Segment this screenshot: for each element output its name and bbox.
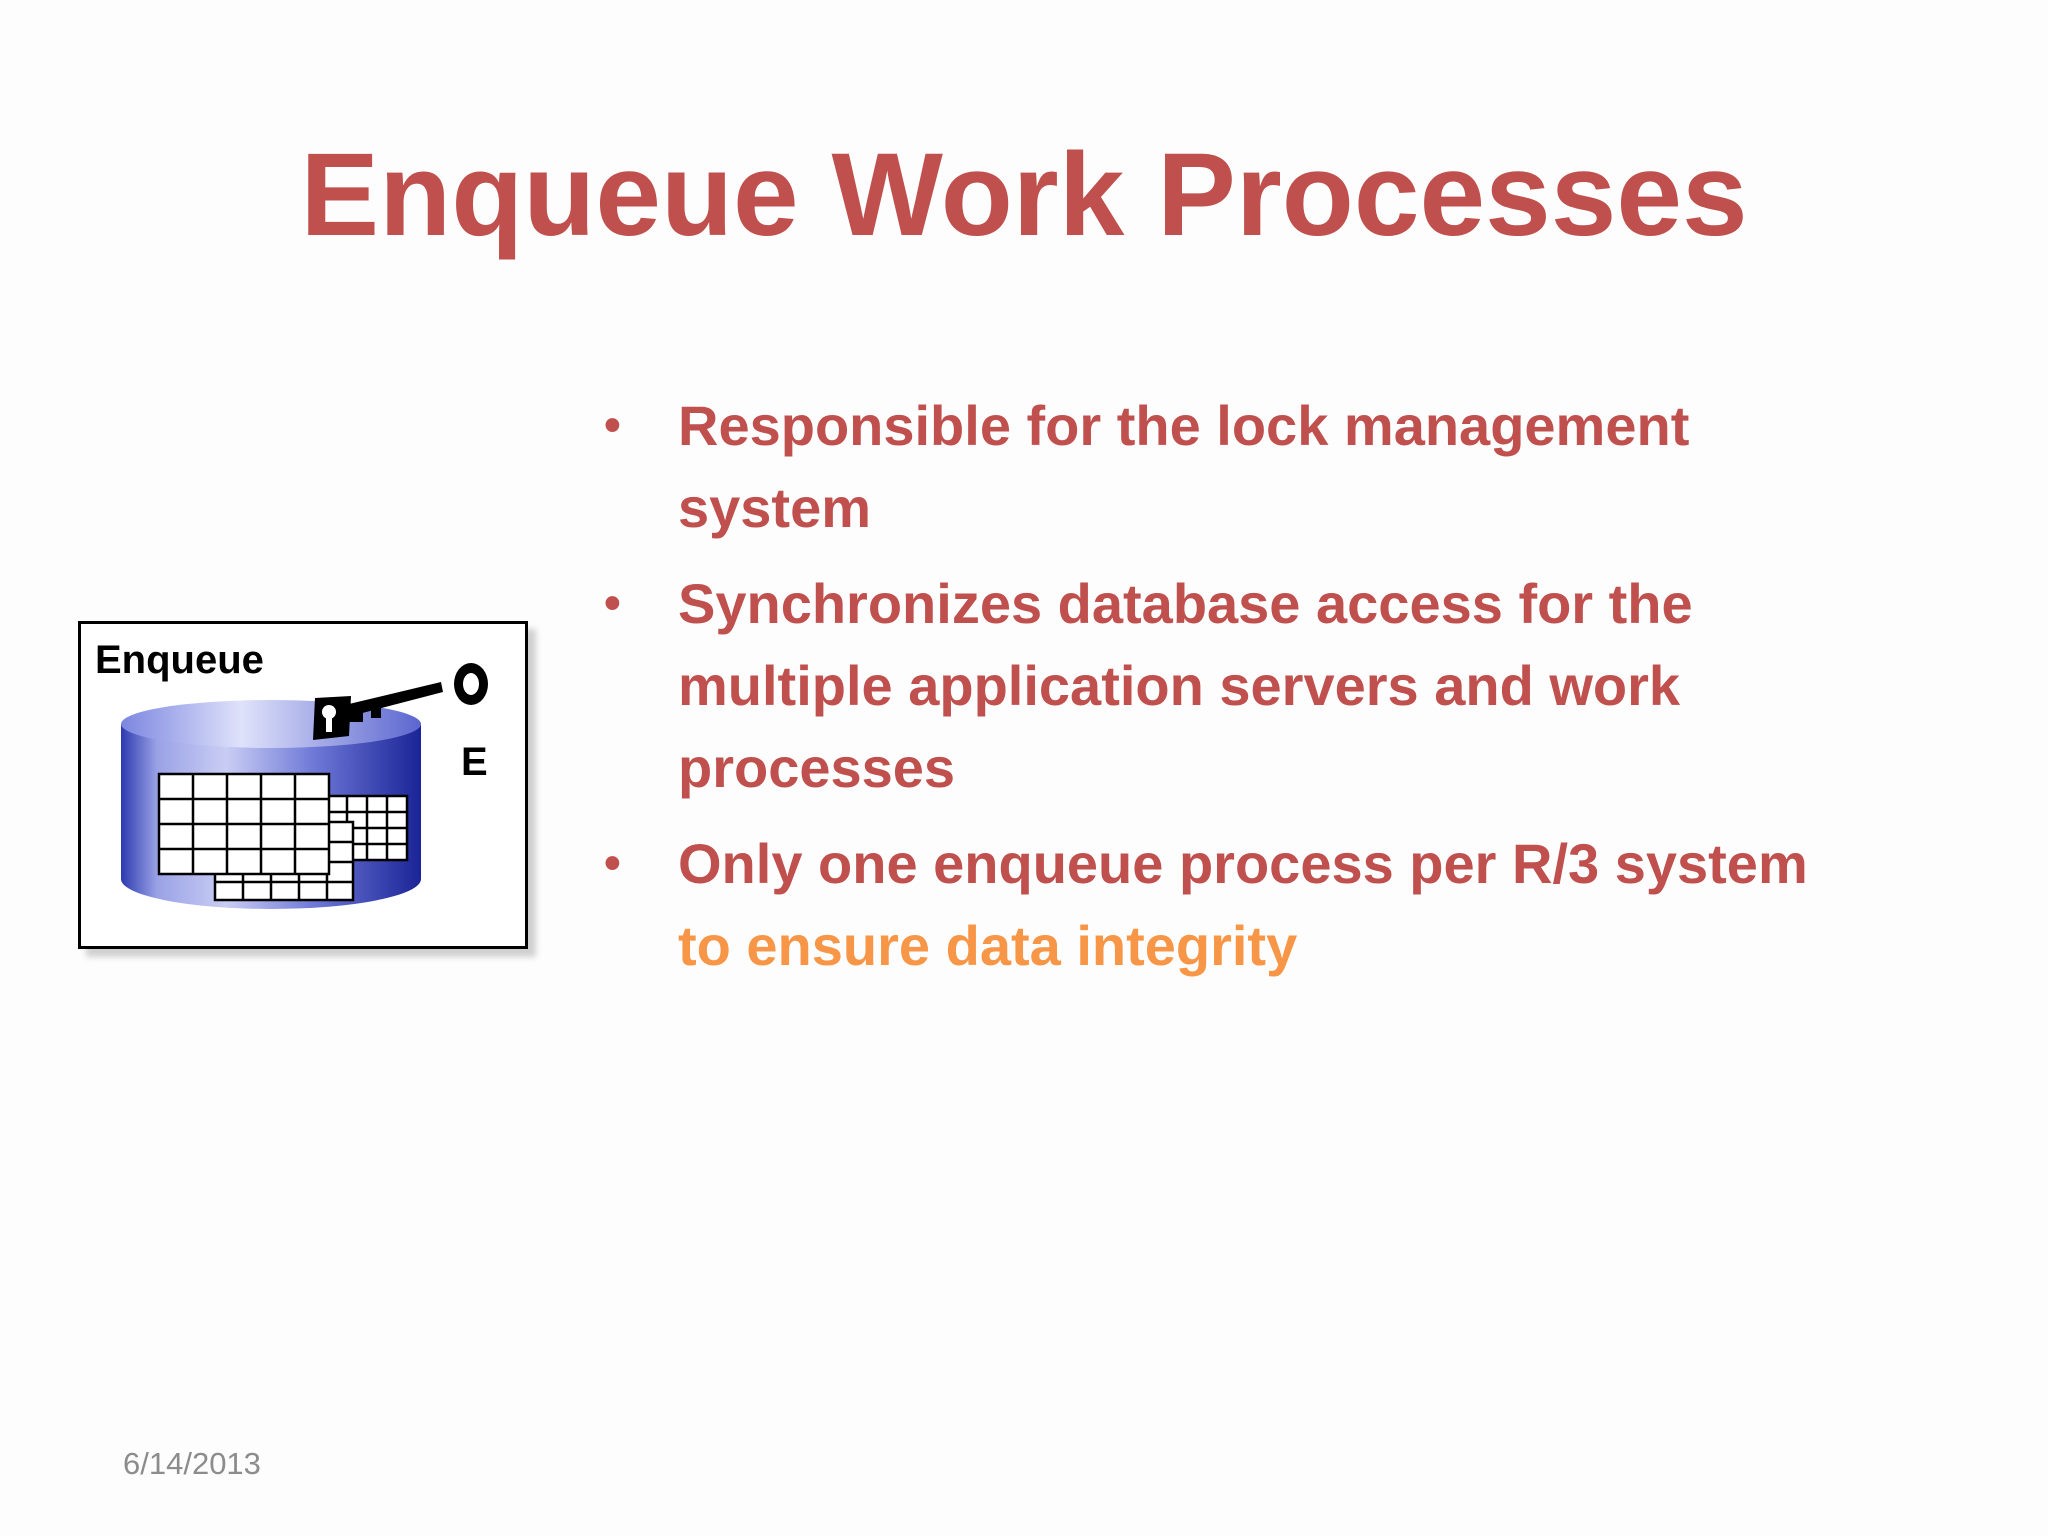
bullet-item: • Synchronizes database access for the m… xyxy=(590,563,1840,809)
bullet-dot-icon: • xyxy=(604,837,621,890)
bullet-text: Responsible for the lock management syst… xyxy=(678,394,1690,539)
slide-title: Enqueue Work Processes xyxy=(300,129,1748,261)
bullet-item: • Responsible for the lock management sy… xyxy=(590,385,1840,549)
bullet-dot-icon: • xyxy=(604,399,621,452)
slide-date: 6/14/2013 xyxy=(123,1446,261,1481)
diagram-marker: E xyxy=(461,740,488,784)
bullet-text: Synchronizes database access for the mul… xyxy=(678,572,1693,799)
bullet-list: • Responsible for the lock management sy… xyxy=(590,385,1840,1001)
bullet-dot-icon: • xyxy=(604,577,621,630)
diagram-label: Enqueue xyxy=(95,638,264,682)
bullet-item: • Only one enqueue process per R/3 syste… xyxy=(590,823,1840,987)
lock-table-icon xyxy=(157,772,409,902)
key-icon xyxy=(349,663,488,722)
keyhole-icon xyxy=(313,696,351,740)
bullet-text: Only one enqueue process per R/3 system xyxy=(678,832,1808,895)
enqueue-diagram: Enqueue E xyxy=(78,621,528,949)
bullet-highlight-text: to ensure data integrity xyxy=(678,914,1298,977)
